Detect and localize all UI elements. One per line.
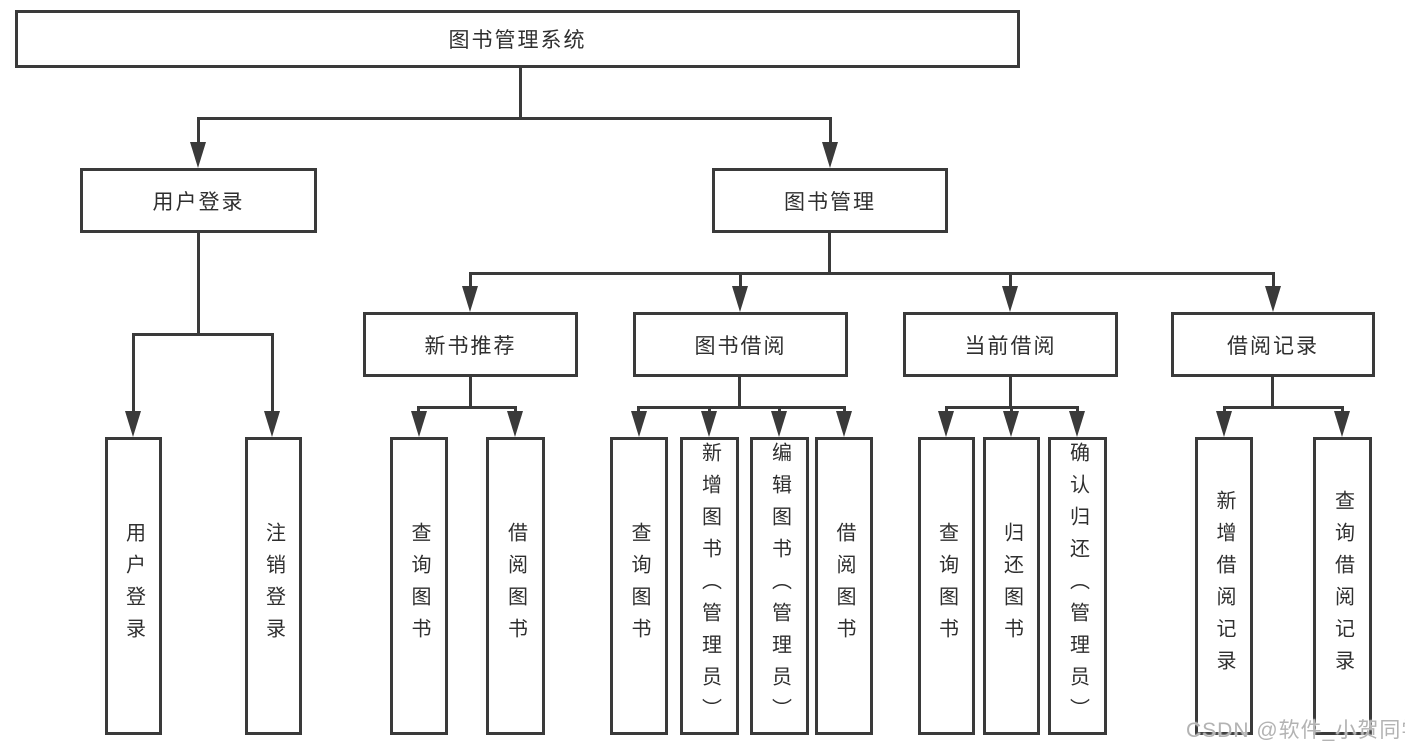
leaf-logout: 注销登录 [245,437,302,735]
arrowhead-leaf [836,411,852,437]
leaf-label: 查询图书 [628,522,650,650]
arrowhead-leaf [938,411,954,437]
leaf-borrow-books: 借阅图书 [815,437,873,735]
connector-stem-user-login [197,117,200,145]
connector-borrowing-trunk [738,377,741,408]
connector-stem [1223,406,1226,414]
leaf-borrow-books-recommend: 借阅图书 [486,437,545,735]
leaf-label: 查询借阅记录 [1331,490,1354,682]
arrowhead-leaf [411,411,427,437]
connector-userlogin-trunk [197,233,200,335]
leaf-label: 借阅图书 [833,522,855,650]
connector-bookmgmt-bar [469,272,1275,275]
connector-stem [843,406,846,414]
connector-current-trunk [1009,377,1012,408]
leaf-label: 用户登录 [122,522,145,650]
leaf-add-borrow-record: 新增借阅记录 [1195,437,1253,735]
leaf-label: 借阅图书 [504,522,527,650]
arrowhead-borrowing [732,286,748,312]
connector-borrowing-bar [637,406,846,409]
node-user-login-group: 用户登录 [80,168,317,233]
connector-stem [945,406,948,414]
arrowhead-leaf-logout [264,411,280,437]
arrowhead-user-login [190,142,206,168]
connector-stem-records [1272,272,1275,290]
leaf-label: 确认归还（管理员） [1066,442,1089,730]
connector-stem [417,406,420,414]
arrowhead-records [1265,286,1281,312]
leaf-user-login: 用户登录 [105,437,162,735]
node-label: 用户登录 [152,190,245,214]
connector-stem-borrowing [739,272,742,290]
csdn-watermark: CSDN @软件_小贺同学 [1186,719,1405,742]
arrowhead-leaf [771,411,787,437]
leaf-label: 编辑图书（管理员） [768,442,791,730]
connector-records-trunk [1271,377,1274,408]
node-label: 借阅记录 [1227,334,1319,358]
node-library-management-system: 图书管理系统 [15,10,1020,68]
leaf-label: 新增图书（管理员） [698,442,721,730]
arrowhead-leaf [631,411,647,437]
connector-root-bar [197,117,832,120]
leaf-label: 新增借阅记录 [1213,490,1235,682]
connector-recommend-bar [417,406,517,409]
leaf-query-books-borrowing: 查询图书 [610,437,668,735]
leaf-query-borrow-record: 查询借阅记录 [1313,437,1372,735]
arrowhead-book-mgmt [822,142,838,168]
connector-stem [637,406,640,414]
arrowhead-leaf [1069,411,1085,437]
connector-stem-book-mgmt [829,117,832,145]
node-new-book-recommend: 新书推荐 [363,312,578,377]
node-label: 新书推荐 [424,334,517,358]
leaf-edit-books-admin: 编辑图书（管理员） [750,437,809,735]
arrowhead-leaf [701,411,717,437]
leaf-query-books-current: 查询图书 [918,437,975,735]
arrowhead-leaf-login [125,411,141,437]
leaf-label: 查询图书 [935,522,958,650]
connector-bookmgmt-trunk [828,233,831,275]
node-current-borrowing: 当前借阅 [903,312,1118,377]
connector-stem-recommend [469,272,472,290]
arrowhead-leaf [1003,411,1019,437]
leaf-add-books-admin: 新增图书（管理员） [680,437,739,735]
node-label: 图书借阅 [694,334,787,358]
node-book-management: 图书管理 [712,168,948,233]
connector-stem [1010,406,1013,414]
connector-stem [514,406,517,414]
connector-records-bar [1223,406,1344,409]
connector-userlogin-bar [132,333,274,336]
leaf-return-books: 归还图书 [983,437,1040,735]
node-label: 当前借阅 [964,334,1057,358]
connector-stem-leaf-login [132,333,135,413]
arrowhead-leaf [1216,411,1232,437]
connector-stem [708,406,711,414]
connector-stem [1076,406,1079,414]
arrowhead-leaf [1334,411,1350,437]
leaf-label: 归还图书 [1000,522,1023,650]
connector-root-trunk [519,68,522,120]
connector-stem-leaf-logout [271,333,274,413]
node-label: 图书管理系统 [448,29,587,52]
node-label: 图书管理 [784,190,876,214]
connector-stem-current [1009,272,1012,290]
leaf-query-books-recommend: 查询图书 [390,437,448,735]
arrowhead-current [1002,286,1018,312]
leaf-confirm-return-admin: 确认归还（管理员） [1048,437,1107,735]
leaf-label: 查询图书 [408,522,430,650]
node-book-borrowing: 图书借阅 [633,312,848,377]
node-borrowing-records: 借阅记录 [1171,312,1375,377]
arrowhead-recommend [462,286,478,312]
arrowhead-leaf [507,411,523,437]
connector-recommend-trunk [469,377,472,408]
connector-stem [778,406,781,414]
leaf-label: 注销登录 [262,522,285,650]
connector-stem [1341,406,1344,414]
